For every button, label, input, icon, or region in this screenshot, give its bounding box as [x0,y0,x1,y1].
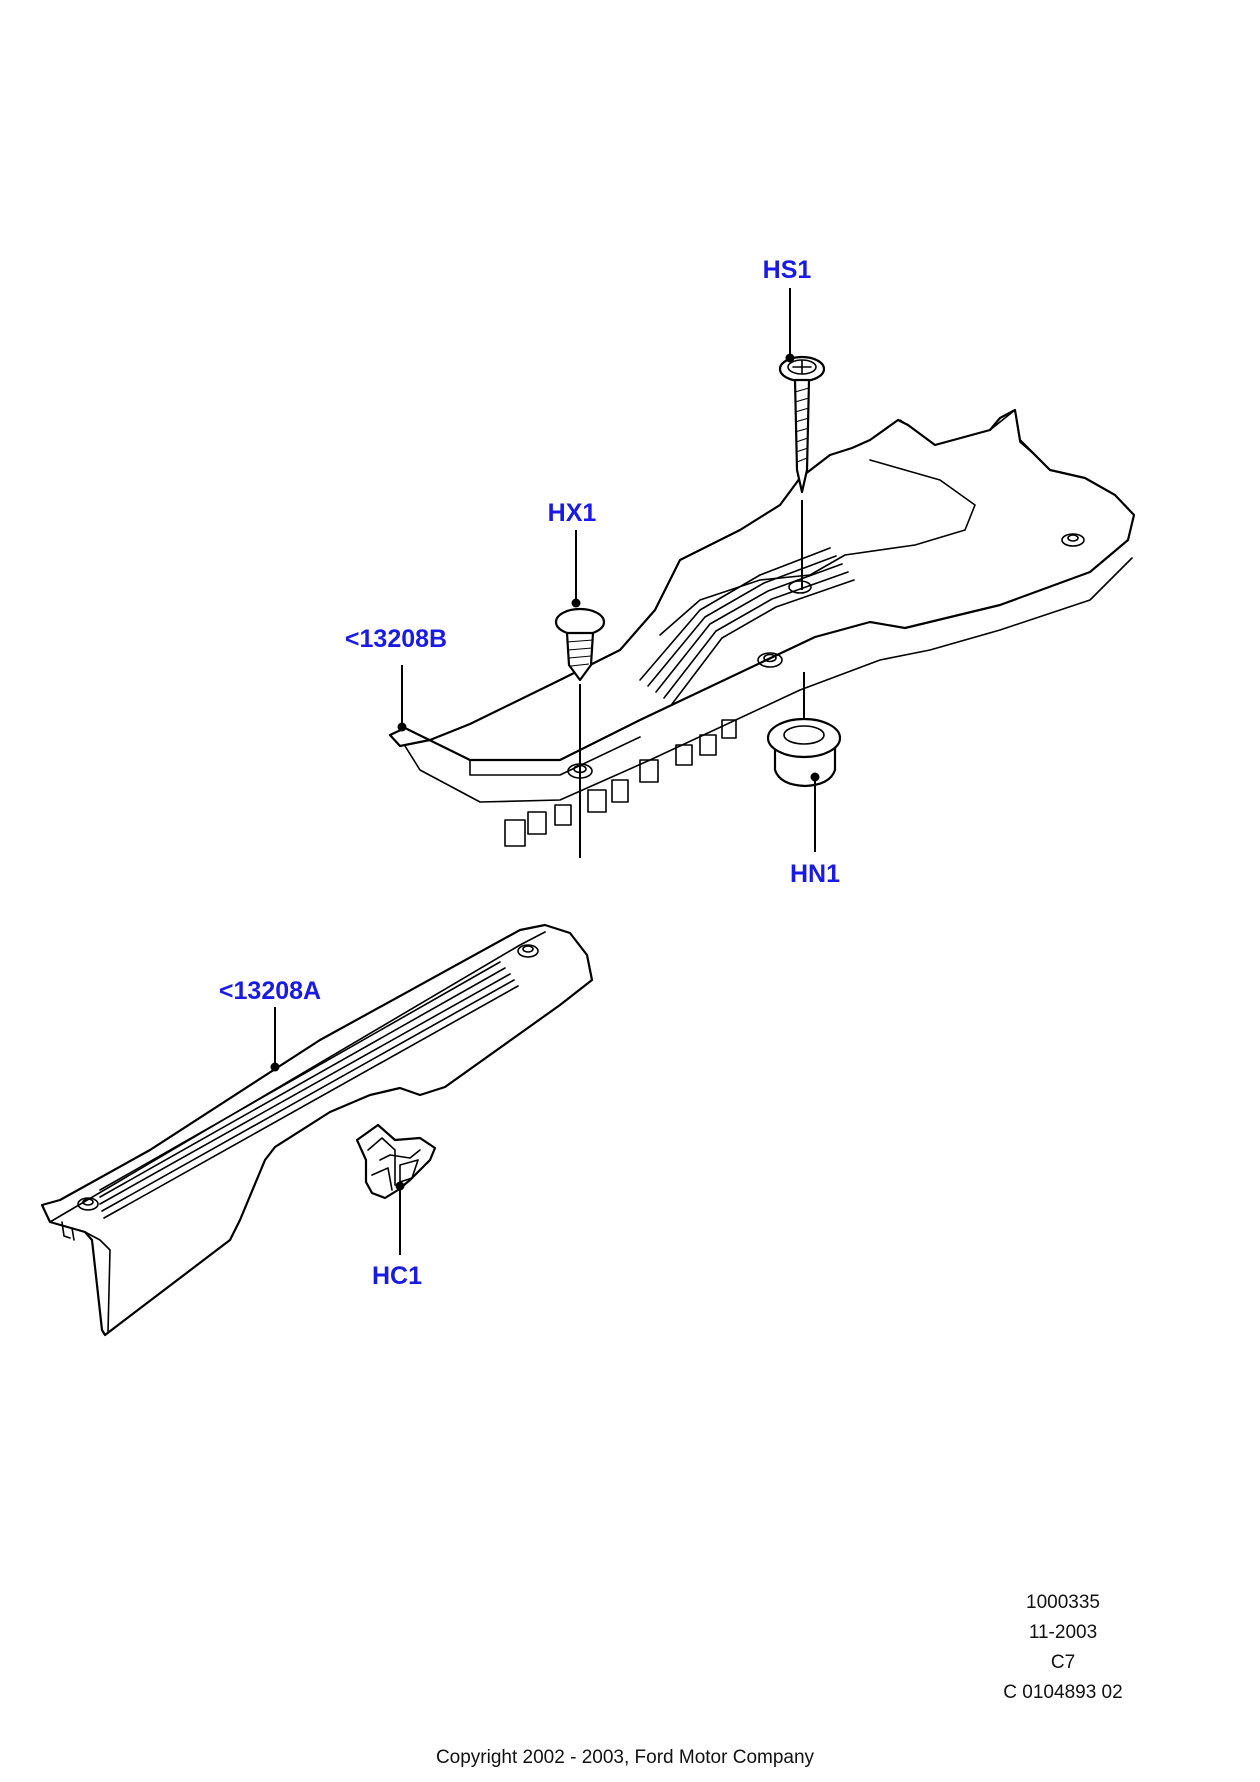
copyright-notice: Copyright 2002 - 2003, Ford Motor Compan… [436,1747,815,1768]
scuff-plate-13208b [388,408,1136,847]
reference-number: 1000335 [1026,1592,1100,1613]
callout-hc1: HC1 [372,1262,422,1290]
reference-drawing-id: C 0104893 02 [1003,1682,1122,1703]
assembly-lines [579,500,805,858]
reference-code: C7 [1051,1652,1075,1673]
grommet-hn1 [766,717,842,788]
scuff-plate-13208a [40,923,594,1337]
reference-block: 1000335 11-2003 C7 C 0104893 02 [1003,1592,1122,1703]
clip-hc1 [355,1123,437,1200]
leader-lines [270,288,820,1255]
callout-13208a: <13208A [219,977,321,1005]
callout-13208b: <13208B [345,625,447,653]
push-pin-hx1 [554,607,606,682]
callout-hn1: HN1 [790,860,840,888]
callout-hs1: HS1 [763,256,812,284]
callout-hx1: HX1 [548,499,597,527]
reference-date: 11-2003 [1029,1622,1097,1643]
screw-hs1 [778,355,826,494]
